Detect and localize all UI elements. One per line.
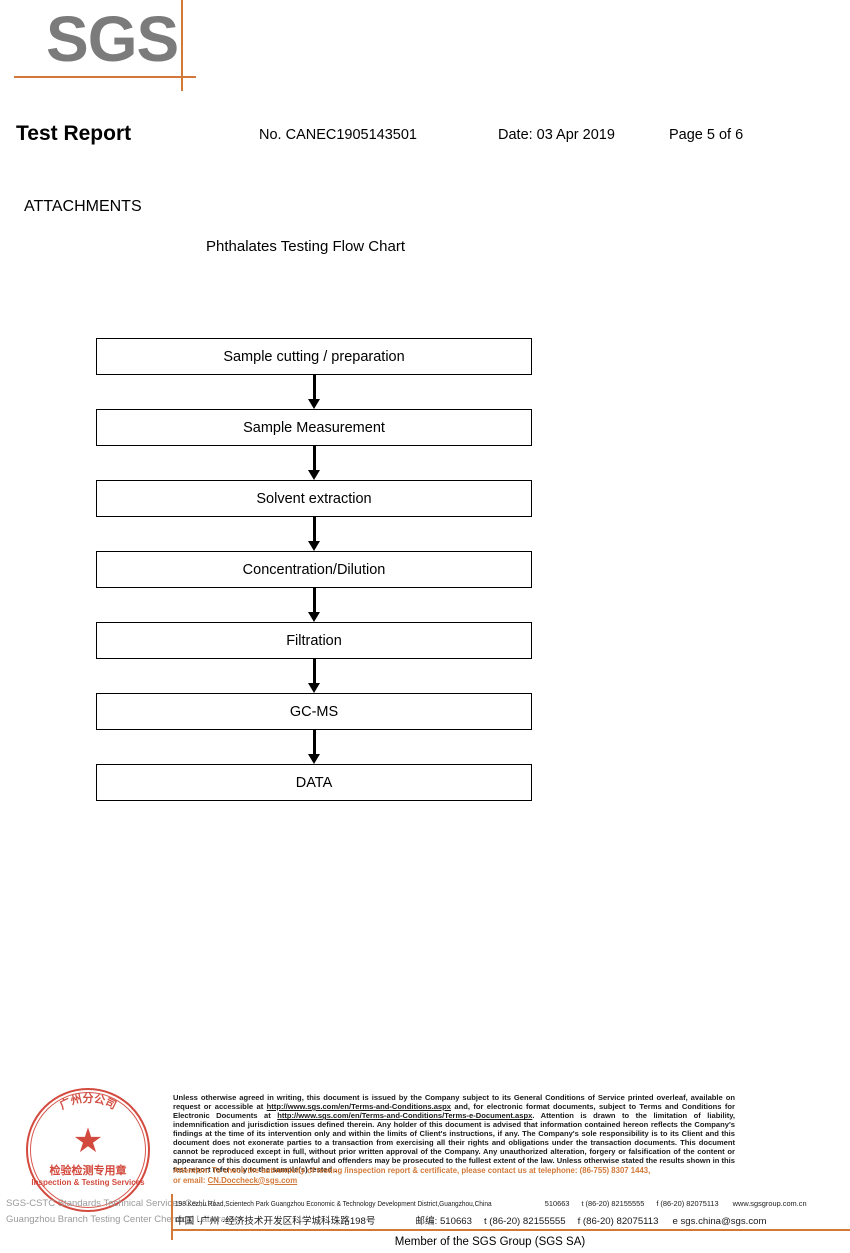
flow-arrow-icon xyxy=(96,375,532,409)
seal-chinese-label: 检验检测专用章 xyxy=(49,1165,127,1177)
report-header: Test Report No. CANEC1905143501 Date: 03… xyxy=(0,122,850,156)
flow-arrow-icon xyxy=(96,588,532,622)
seal-english-label: Inspection & Testing Services xyxy=(31,1178,145,1187)
seal-company-line-2: Guangzhou Branch Testing Center Chemical… xyxy=(6,1214,244,1225)
flow-step-box: DATA xyxy=(96,764,532,801)
seal-arc-text: 广州分公司 xyxy=(57,1091,119,1112)
flow-arrow-icon xyxy=(96,659,532,693)
flow-step-box: GC-MS xyxy=(96,693,532,730)
attention-line-1: Attention: To check the authenticity of … xyxy=(173,1166,651,1175)
attention-email-prefix: or email: xyxy=(173,1175,208,1185)
page-title: Test Report xyxy=(16,122,132,145)
member-of-group-line: Member of the SGS Group (SGS SA) xyxy=(0,1236,850,1248)
attention-line-2: or email: CN.Doccheck@sgs.com xyxy=(173,1176,743,1186)
sgs-wordmark: SGS xyxy=(46,3,179,75)
flowchart-title: Phthalates Testing Flow Chart xyxy=(206,238,405,255)
phthalates-testing-flowchart: Sample cutting / preparation Sample Meas… xyxy=(96,338,532,801)
flow-step-box: Solvent extraction xyxy=(96,480,532,517)
legal-text-part3: . Attention is drawn to the limitation o… xyxy=(173,1111,735,1175)
footer-vertical-rule xyxy=(171,1194,173,1240)
address-chinese: 中国 ·广州 ·经济技术开发区科学城科珠路198号 邮编: 510663 t (86… xyxy=(175,1213,847,1228)
flow-step-box: Sample cutting / preparation xyxy=(96,338,532,375)
doccheck-email-link[interactable]: CN.Doccheck@sgs.com xyxy=(207,1175,298,1185)
seal-company-line-1: SGS-CSTC Standards Technical Services Co… xyxy=(6,1198,219,1209)
address-tel-cn: t (86-20) 82155555 xyxy=(483,1216,566,1227)
logo-horizontal-rule xyxy=(14,76,196,78)
svg-text:广州分公司: 广州分公司 xyxy=(57,1091,119,1112)
address-street-en: 198 Kezhu Road,Scientech Park Guangzhou … xyxy=(175,1199,492,1208)
sgs-website-link[interactable]: www.sgsgroup.com.cn xyxy=(732,1199,807,1208)
address-tel-en: t (86-20) 82155555 xyxy=(581,1199,645,1208)
seal-inner-circle xyxy=(30,1092,146,1208)
legal-text-part1: Unless otherwise agreed in writing, this… xyxy=(173,1093,735,1112)
address-fax-cn: f (86-20) 82075113 xyxy=(577,1216,659,1227)
footer-horizontal-rule xyxy=(171,1229,850,1231)
address-fax-en: f (86-20) 82075113 xyxy=(656,1199,719,1208)
report-number: No. CANEC1905143501 xyxy=(259,127,417,143)
terms-e-document-link[interactable]: http://www.sgs.com/en/Terms-and-Conditio… xyxy=(277,1111,533,1121)
attention-notice: Attention: To check the authenticity of … xyxy=(173,1166,743,1185)
seal-outer-circle xyxy=(26,1088,150,1212)
flow-step-box: Sample Measurement xyxy=(96,409,532,446)
seal-star-icon: ★ xyxy=(72,1122,104,1160)
address-street-cn: 中国 ·广州 ·经济技术开发区科学城科珠路198号 xyxy=(175,1216,376,1227)
attachments-heading: ATTACHMENTS xyxy=(24,198,142,215)
flow-arrow-icon xyxy=(96,730,532,764)
member-of-group-label: Member of the SGS Group (SGS SA) xyxy=(394,1236,586,1248)
flow-step-box: Concentration/Dilution xyxy=(96,551,532,588)
flow-arrow-icon xyxy=(96,446,532,480)
address-english: 198 Kezhu Road,Scientech Park Guangzhou … xyxy=(175,1199,847,1212)
flow-arrow-icon xyxy=(96,517,532,551)
address-postcode-en: 510663 xyxy=(544,1199,570,1208)
sgs-china-email-link[interactable]: e sgs.china@sgs.com xyxy=(672,1216,767,1227)
logo-vertical-rule xyxy=(181,0,183,91)
flow-step-box: Filtration xyxy=(96,622,532,659)
page-number: Page 5 of 6 xyxy=(669,127,744,143)
address-postcode-cn: 邮编: 510663 xyxy=(415,1216,472,1227)
terms-conditions-link[interactable]: http://www.sgs.com/en/Terms-and-Conditio… xyxy=(266,1102,451,1112)
legal-text-part2: and, for electronic format documents, su… xyxy=(173,1102,736,1121)
report-date: Date: 03 Apr 2019 xyxy=(498,127,615,143)
company-seal-stamp: 广州分公司 ★ 检验检测专用章 Inspection & Testing Ser… xyxy=(0,1086,244,1236)
sgs-logo: SGS xyxy=(0,0,260,112)
legal-disclaimer: Unless otherwise agreed in writing, this… xyxy=(173,1093,735,1174)
